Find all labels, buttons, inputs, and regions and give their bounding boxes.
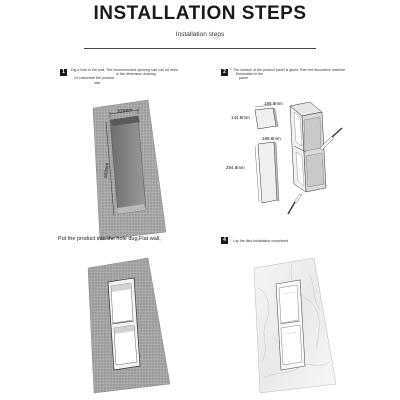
step-2-lower-tile: [257, 141, 280, 204]
step-3-niche-frame: [107, 277, 141, 371]
step-2-trowel-tool-upper: [319, 127, 343, 151]
step-2-dim-mid: 188.8mm: [262, 136, 281, 141]
step-1-text-line-3: Or customize the product: [74, 76, 115, 81]
step-1-wall-illustration: 203mm 603mm: [92, 99, 167, 241]
step-2-text-line-1: The surface of the product panel is glue…: [233, 68, 345, 72]
step-2-text-line-3: panel: [239, 76, 248, 81]
step-2-upper-tile: [254, 107, 279, 130]
step-2-dim-top: 188.8mm: [264, 101, 283, 106]
step-2-dim-low: 294.8mm: [226, 165, 245, 170]
step-1-text-line-4: size: [94, 80, 101, 85]
step-2-assembly-illustration: 188.8mm 144.8mm 188.8mm 294.8mm: [226, 101, 343, 215]
step-4-tiled-wall-illustration: [253, 257, 337, 394]
step-2-trowel-tool-lower: [287, 193, 303, 215]
step-4-number: 4: [221, 237, 228, 244]
step-2-dim-side: 144.8mm: [231, 115, 250, 120]
step-4-niche-frame: [275, 279, 306, 371]
step-1-text-line-2: in the dimension drawing: [116, 72, 156, 77]
page-title: INSTALLATION STEPS: [93, 3, 307, 24]
step-2-text-line-2: Embedded in the: [236, 72, 264, 77]
step-1-text: Dig a hole in the wall, The recommended …: [71, 68, 191, 85]
step-1-dim-width: 203mm: [117, 107, 133, 114]
page-subtitle: Installation steps: [175, 31, 225, 38]
step-2-niche-box: [289, 101, 327, 193]
step-2-text: The surface of the product panel is glue…: [233, 68, 358, 81]
subtitle-divider: [84, 48, 316, 49]
step-4-text: Lay the tiles,Installation completed: [233, 239, 288, 243]
step-3-text: Put the product into the hole dug,Flat w…: [58, 236, 161, 242]
step-2-number: 2: [221, 69, 228, 76]
step-1-dim-height: 603mm: [103, 162, 110, 178]
step-3-installed-niche-illustration: [87, 257, 171, 394]
step-1-number: 1: [60, 69, 67, 76]
step-1-text-line-1: Dig a hole in the wall, The recommended …: [71, 68, 179, 72]
